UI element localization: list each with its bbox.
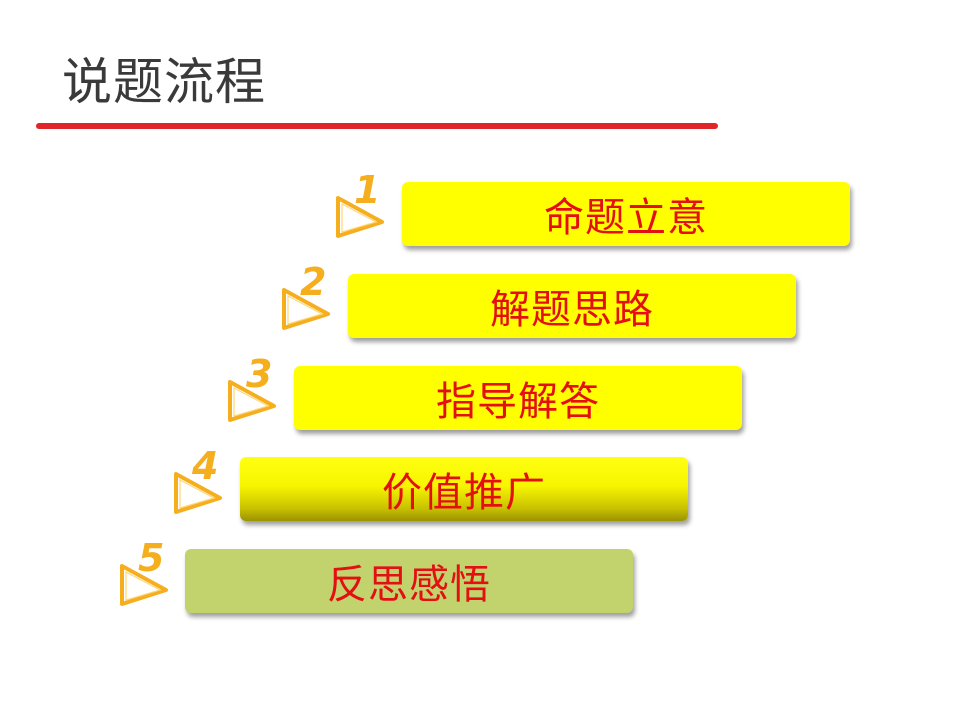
step-label: 命题立意	[544, 195, 708, 241]
triangle-arrow-icon	[120, 564, 168, 606]
triangle-arrow-icon	[282, 288, 330, 330]
step-3-box: 指导解答	[294, 366, 742, 430]
step-label: 价值推广	[382, 470, 546, 516]
triangle-arrow-icon	[228, 380, 276, 422]
step-4-box: 价值推广	[240, 457, 688, 521]
step-number: 5	[138, 536, 165, 580]
step-number: 4	[192, 444, 219, 488]
step-5-box: 反思感悟	[185, 549, 633, 613]
step-label: 反思感悟	[327, 562, 491, 608]
step-number: 1	[354, 168, 381, 212]
step-number: 2	[300, 260, 327, 304]
slide-title: 说题流程	[62, 53, 266, 111]
triangle-arrow-icon	[336, 196, 384, 238]
title-underline	[36, 123, 718, 129]
step-number: 3	[246, 352, 273, 396]
step-label: 解题思路	[490, 287, 654, 333]
triangle-arrow-icon	[174, 472, 222, 514]
step-1-box: 命题立意	[402, 182, 850, 246]
step-label: 指导解答	[436, 379, 600, 425]
step-2-box: 解题思路	[348, 274, 796, 338]
